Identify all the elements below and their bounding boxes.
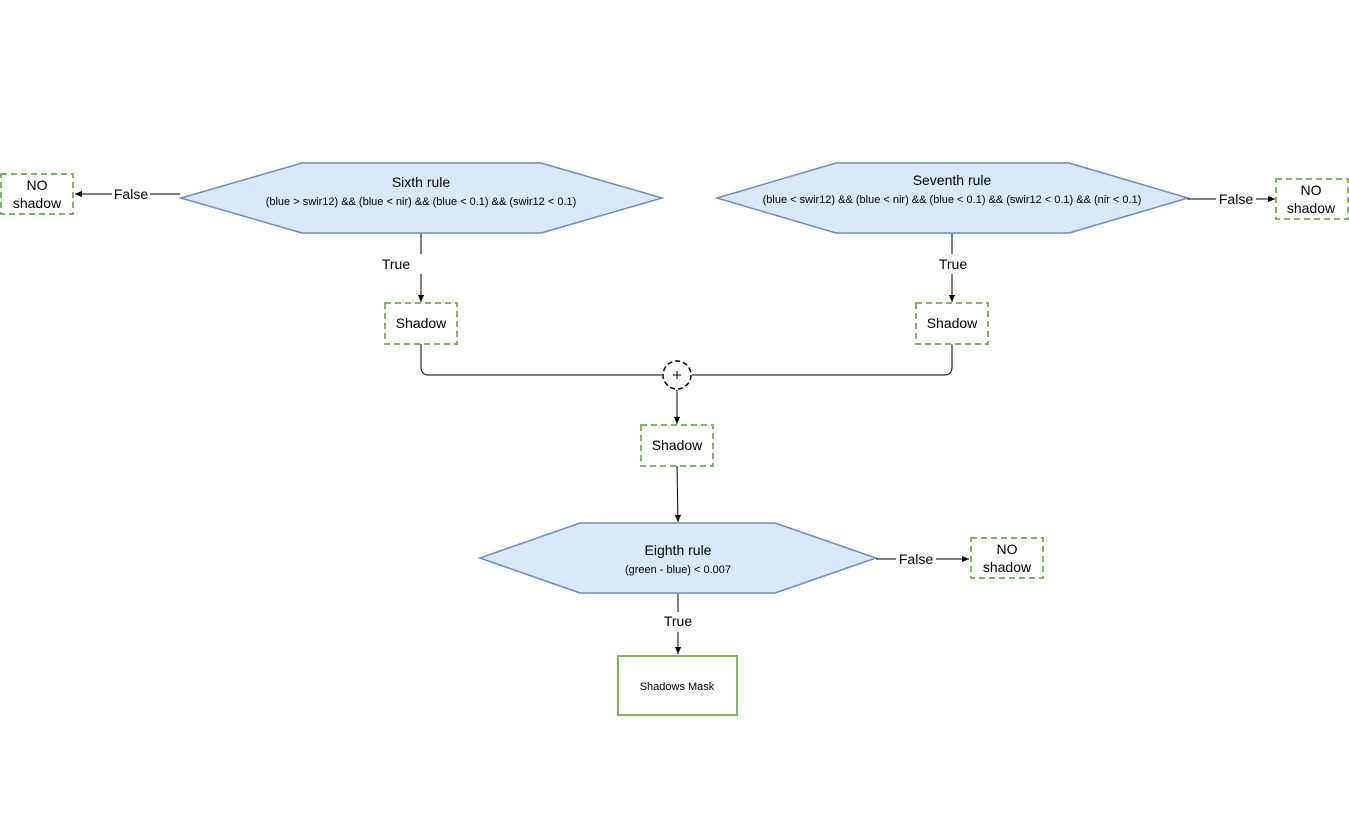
seventh-rule-hexagon: [714, 162, 1191, 234]
seventh-rule-expression: (blue < swir12) && (blue < nir) && (blue…: [763, 194, 1142, 206]
no-shadow-left-line1: NO: [27, 177, 48, 193]
shadow-left-label: Shadow: [396, 315, 447, 331]
connectors: [75, 190, 1275, 654]
shadows-mask-label: Shadows Mask: [640, 681, 715, 693]
sixth-rule-title: Sixth rule: [392, 174, 451, 190]
no-shadow-left: NO shadow: [0, 173, 74, 215]
no-shadow-eighth: NO shadow: [970, 537, 1044, 579]
shadow-left: Shadow: [384, 302, 458, 345]
false-label-seventh: False: [1219, 191, 1253, 207]
seventh-rule-node: Seventh rule (blue < swir12) && (blue < …: [714, 162, 1191, 234]
no-shadow-right-line1: NO: [1301, 182, 1322, 198]
eighth-rule-expression: (green - blue) < 0.007: [625, 564, 731, 576]
sixth-rule-expression: (blue > swir12) && (blue < nir) && (blue…: [266, 196, 577, 208]
shadow-merged-box: [640, 424, 714, 467]
shadows-mask-box: [617, 655, 738, 716]
no-shadow-eighth-line1: NO: [997, 541, 1018, 557]
edge-shadow-right-merge: [692, 344, 953, 376]
no-shadow-right-line2: shadow: [1287, 200, 1336, 216]
shadows-mask-node: Shadows Mask: [617, 655, 738, 716]
false-label-eighth: False: [899, 551, 933, 567]
true-label-eighth: True: [664, 613, 692, 629]
sixth-rule-node: Sixth rule (blue > swir12) && (blue < ni…: [178, 162, 665, 234]
no-shadow-eighth-box: [970, 537, 1044, 579]
seventh-rule-title: Seventh rule: [913, 172, 992, 188]
no-shadow-left-line2: shadow: [13, 195, 62, 211]
shadow-merged-label: Shadow: [652, 437, 703, 453]
true-label-sixth: True: [382, 256, 410, 272]
shadow-right-label: Shadow: [927, 315, 978, 331]
no-shadow-right-box: [1275, 178, 1349, 220]
true-label-seventh: True: [939, 256, 967, 272]
false-label-sixth: False: [114, 186, 148, 202]
edge-shadow-left-merge: [420, 344, 662, 376]
plus-circle-icon: [662, 360, 692, 390]
edge-shadow-eighth: [674, 465, 682, 523]
no-shadow-eighth-line2: shadow: [983, 559, 1032, 575]
eighth-rule-node: Eighth rule (green - blue) < 0.007: [477, 522, 879, 594]
shadow-right-box: [915, 302, 989, 345]
eighth-rule-title: Eighth rule: [645, 542, 712, 558]
sixth-rule-hexagon: [178, 162, 665, 234]
shadow-right: Shadow: [915, 302, 989, 345]
shadow-merged: Shadow: [640, 424, 714, 467]
shadow-left-box: [384, 302, 458, 345]
eighth-rule-hexagon: [477, 522, 879, 594]
no-shadow-right: NO shadow: [1275, 178, 1349, 220]
no-shadow-left-box: [0, 173, 74, 215]
